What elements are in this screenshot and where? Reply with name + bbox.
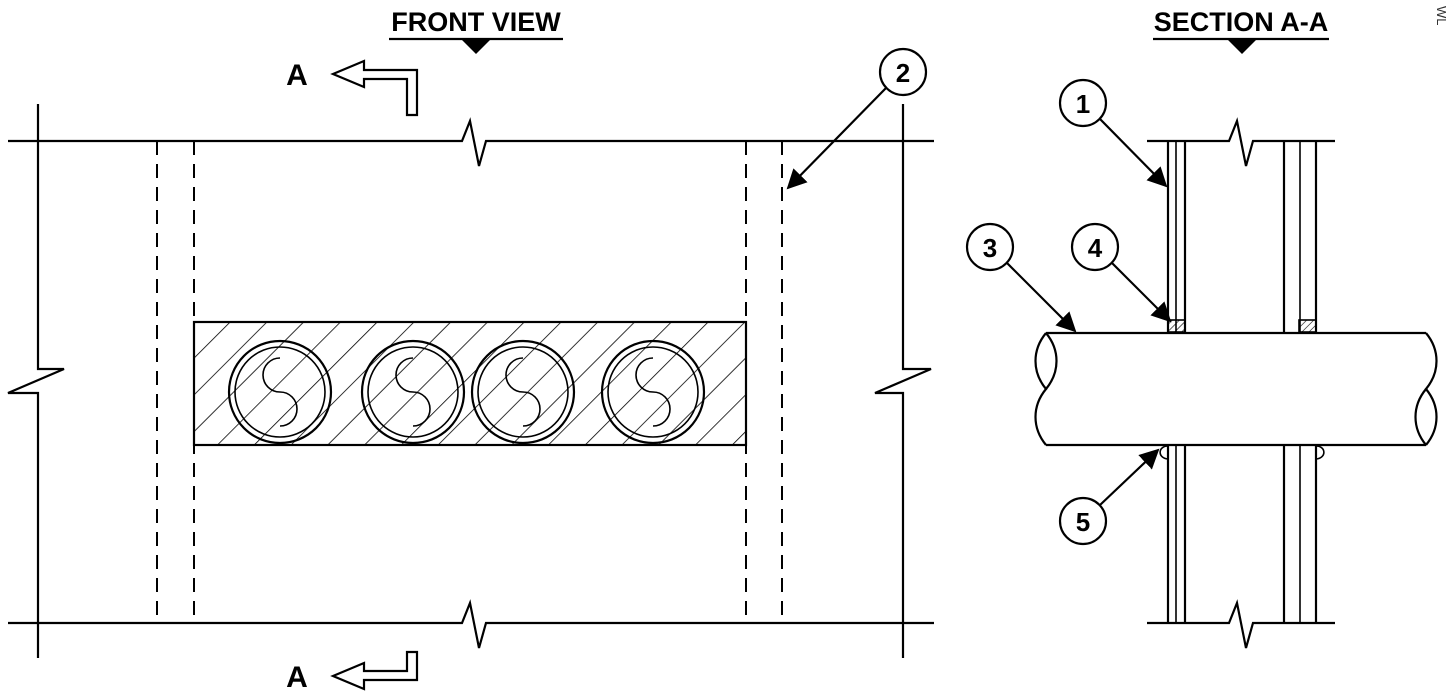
- section-view-title-pointer: [1228, 40, 1256, 54]
- callout-4: 4: [1070, 222, 1172, 323]
- section-wall-top-break: [1147, 117, 1335, 167]
- section-mark-top-label: A: [286, 59, 308, 92]
- wall-bottom-edge: [8, 599, 934, 649]
- callout-5: 5: [1058, 448, 1160, 546]
- callout-1: 1: [1058, 78, 1168, 188]
- gypsum-layers-right: [1282, 141, 1318, 623]
- svg-text:3: 3: [983, 233, 997, 263]
- pipe-2: [360, 339, 466, 445]
- svg-text:2: 2: [896, 58, 910, 88]
- pipe-3: [470, 339, 576, 445]
- front-view-title: FRONT VIEW: [391, 7, 561, 37]
- sealant-bead-left: [1159, 445, 1169, 460]
- wall-top-edge: [8, 117, 934, 167]
- pipe-section-break-left: [1034, 332, 1048, 446]
- front-view: FRONT VIEW A A: [7, 7, 934, 694]
- svg-text:5: 5: [1076, 507, 1090, 537]
- svg-text:1: 1: [1076, 89, 1090, 119]
- edge-label: WL: [1434, 6, 1447, 26]
- callout-2: 2: [786, 47, 928, 190]
- callout-3: 3: [965, 222, 1077, 333]
- pipe-section-body: [1046, 331, 1426, 447]
- pipe-section-break-right-inner: [1414, 388, 1427, 446]
- section-view-title: SECTION A-A: [1154, 7, 1329, 37]
- pipe-section-break-right: [1424, 332, 1438, 446]
- section-view: SECTION A-A: [965, 7, 1438, 649]
- pipe-section-break-left-inner: [1045, 332, 1058, 390]
- pipe-1: [227, 339, 333, 445]
- section-arrow-bottom: [330, 650, 419, 691]
- section-arrow-top: [330, 59, 419, 117]
- fill-material-left: [1167, 319, 1186, 333]
- sealant-bead-right: [1315, 445, 1325, 460]
- svg-text:4: 4: [1088, 233, 1103, 263]
- wall-left-break: [7, 104, 65, 658]
- section-mark-bottom-label: A: [286, 661, 308, 694]
- pipe-4: [600, 339, 706, 445]
- section-wall-bottom-break: [1147, 599, 1335, 649]
- fill-material-right: [1298, 319, 1317, 333]
- front-view-title-pointer: [462, 40, 490, 54]
- gypsum-layers-left: [1166, 141, 1187, 623]
- wall-right-break: [874, 104, 932, 658]
